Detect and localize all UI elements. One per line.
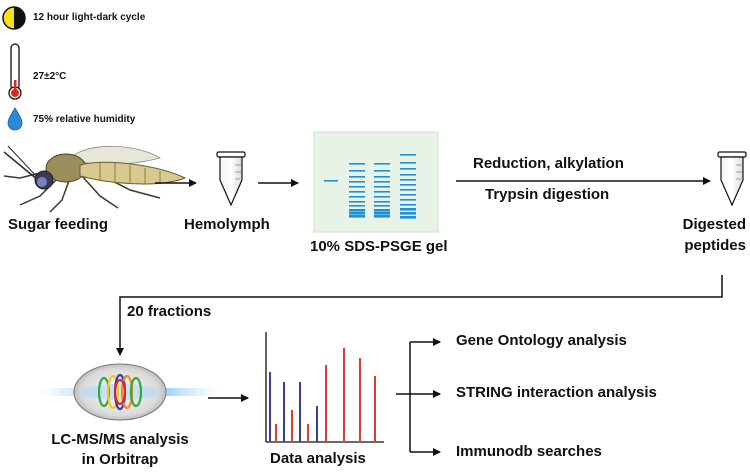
- arrow-digested-to-orbitrap: [116, 275, 723, 356]
- orbitrap-icon: [40, 363, 220, 421]
- gel-band: [400, 204, 416, 206]
- digested-tube-icon: [717, 151, 747, 207]
- gel-band: [400, 184, 416, 186]
- gel-band: [374, 212, 390, 215]
- gel-band: [374, 176, 390, 178]
- gel-band: [349, 191, 365, 193]
- gel-band: [349, 176, 365, 178]
- gel-band: [400, 216, 416, 219]
- gel-band: [349, 163, 365, 165]
- gel-band: [374, 209, 390, 212]
- digested-label-line1: Digested: [682, 216, 746, 233]
- gel-band: [349, 196, 365, 198]
- gel-band: [400, 208, 416, 211]
- hemolymph-label: Hemolymph: [184, 216, 270, 233]
- lcms-label-line2: in Orbitrap: [81, 451, 159, 468]
- hemolymph-tube-icon: [216, 151, 246, 207]
- gel-band: [400, 168, 416, 170]
- light-dark-cycle-icon: [2, 6, 26, 30]
- go-analysis-label: Gene Ontology analysis: [456, 332, 627, 349]
- gel-label: 10% SDS-PSGE gel: [310, 238, 448, 255]
- gel-band: [374, 170, 390, 172]
- temperature-label: 27±2°C: [33, 71, 67, 82]
- data-analysis-label: Data analysis: [270, 450, 366, 467]
- gel-band: [374, 201, 390, 203]
- digested-label-line2: peptides: [684, 237, 746, 254]
- gel-band: [349, 205, 365, 207]
- gel-band: [349, 170, 365, 172]
- humidity-label: 75% relative humidity: [33, 114, 136, 125]
- gel-band: [374, 163, 390, 165]
- droplet-icon: [7, 107, 23, 131]
- lcms-label-line1: LC-MS/MS analysis: [51, 431, 189, 448]
- reduction-label: Reduction, alkylation: [473, 155, 624, 172]
- gel-band: [349, 212, 365, 215]
- gel-band: [400, 199, 416, 201]
- mosquito-illustration: [3, 145, 187, 213]
- string-analysis-label: STRING interaction analysis: [456, 384, 657, 401]
- gel-band: [374, 181, 390, 183]
- gel-band: [349, 186, 365, 188]
- gel-band: [400, 194, 416, 196]
- gel-band: [324, 180, 338, 182]
- gel-band: [349, 209, 365, 212]
- immunodb-label: Immunodb searches: [456, 443, 602, 460]
- fractions-label: 20 fractions: [127, 303, 212, 320]
- thermometer-icon: [8, 43, 22, 100]
- gel-band: [349, 215, 365, 218]
- gel-band: [400, 154, 416, 156]
- sugar-feeding-label: Sugar feeding: [8, 216, 109, 233]
- gel-band: [349, 201, 365, 203]
- gel-band: [400, 189, 416, 191]
- gel-band: [349, 181, 365, 183]
- trypsin-label: Trypsin digestion: [485, 186, 610, 203]
- gel-band: [400, 179, 416, 181]
- light-cycle-label: 12 hour light-dark cycle: [33, 12, 146, 23]
- gel-band: [374, 205, 390, 207]
- gel-band: [400, 212, 416, 215]
- gel-band: [374, 215, 390, 218]
- gel-band: [374, 196, 390, 198]
- sds-gel-image: [313, 131, 439, 233]
- mass-spectrum-plot: [265, 332, 384, 443]
- gel-band: [374, 186, 390, 188]
- gel-band: [400, 162, 416, 164]
- gel-band: [374, 191, 390, 193]
- gel-band: [400, 174, 416, 176]
